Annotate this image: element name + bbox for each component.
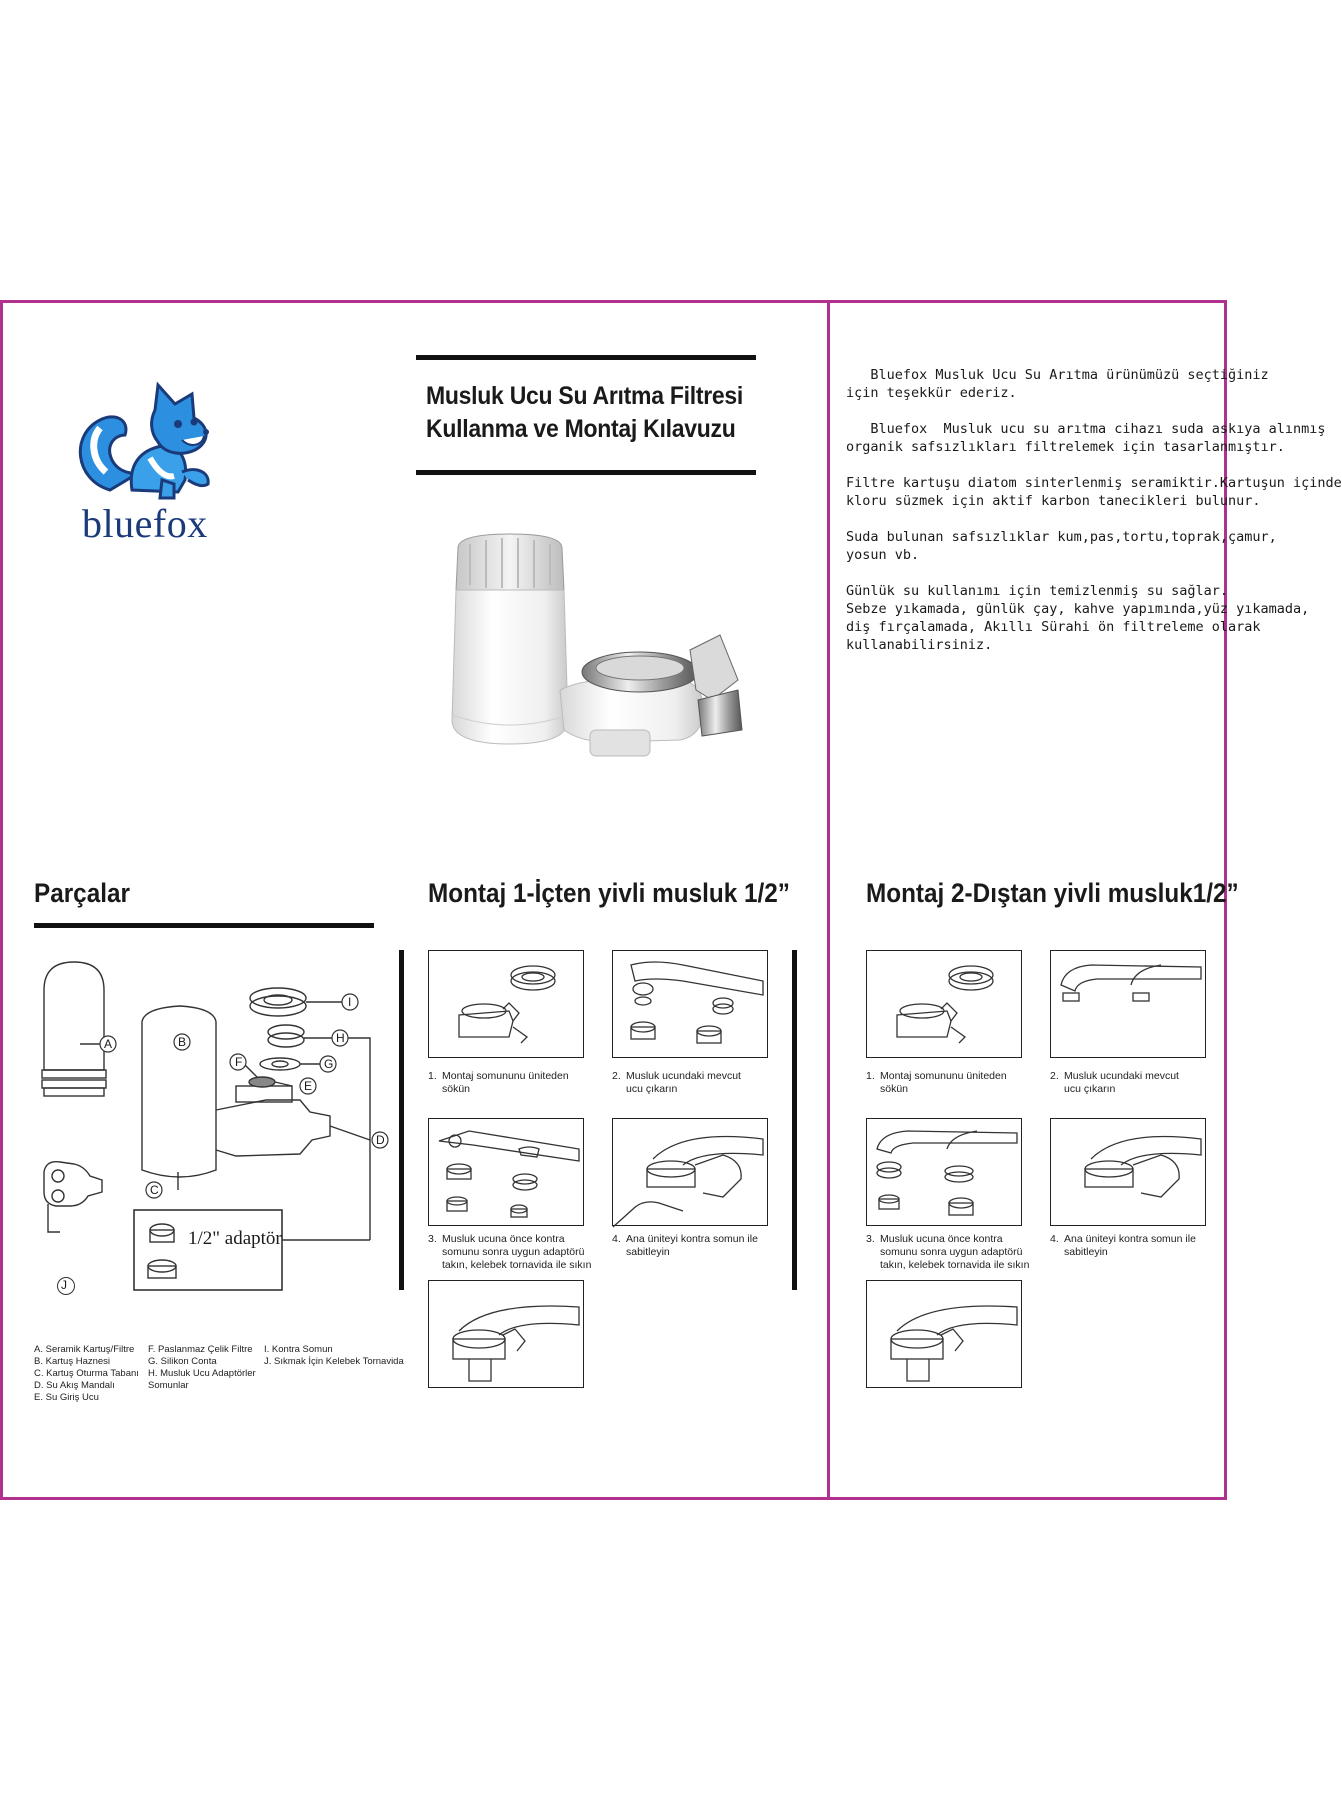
step-number: 4. xyxy=(612,1233,621,1245)
intro-paragraph: Filtre kartuşu diatom sinterlenmiş seram… xyxy=(846,475,1342,509)
intro-paragraph: Suda bulunan safsızlıklar kum,pas,tortu,… xyxy=(846,529,1277,563)
step-number: 3. xyxy=(428,1233,437,1245)
step-text: Montaj somununu üniteden sökün xyxy=(880,1070,1007,1095)
legend-item: D. Su Akış Mandalı xyxy=(34,1380,115,1391)
legend-col-2: F. Paslanmaz Çelik Filtre G. Silikon Con… xyxy=(148,1344,256,1392)
fox-mascot-icon xyxy=(78,381,210,500)
montaj1-step1-image xyxy=(428,950,584,1058)
step-text: Montaj somununu üniteden sökün xyxy=(442,1070,569,1095)
right-page-frame xyxy=(827,300,1227,1500)
montaj2-step4-caption: 4. Ana üniteyi kontra somun ile sabitley… xyxy=(1050,1233,1200,1263)
intro-text: Bluefox Musluk Ucu Su Arıtma ürünümüzü s… xyxy=(846,366,1342,654)
parts-diagram: A B C D E F G H I xyxy=(30,940,410,1291)
marker-c: C xyxy=(150,1183,159,1197)
step-number: 1. xyxy=(428,1070,437,1082)
montaj1-step2-image xyxy=(612,950,768,1058)
title-line-2: Kullanma ve Montaj Kılavuzu xyxy=(426,415,736,443)
montaj2-heading: Montaj 2-Dıştan yivli musluk1/2” xyxy=(866,878,1239,908)
marker-g: G xyxy=(324,1057,334,1071)
montaj2-step2-image xyxy=(1050,950,1206,1058)
montaj2-step2-caption: 2. Musluk ucundaki mevcut ucu çıkarın xyxy=(1050,1070,1200,1102)
title-line-1: Musluk Ucu Su Arıtma Filtresi xyxy=(426,382,744,410)
marker-b: B xyxy=(178,1035,187,1049)
part-markers: A B C D E F G H I xyxy=(30,940,410,1230)
title-rule-top xyxy=(416,355,756,360)
marker-e: E xyxy=(304,1079,313,1093)
title-rule-bottom xyxy=(416,470,756,475)
marker-i: I xyxy=(348,995,352,1009)
step-text: Musluk ucuna önce kontra somunu sonra uy… xyxy=(442,1233,592,1271)
adapter-label: 1/2" adaptör xyxy=(188,1228,282,1249)
step-number: 2. xyxy=(612,1070,621,1082)
brand-name: bluefox xyxy=(82,501,208,546)
montaj1-step4-image xyxy=(612,1118,768,1228)
step-text: Ana üniteyi kontra somun ile sabitleyin xyxy=(626,1233,758,1258)
intro-paragraph: Bluefox Musluk Ucu Su Arıtma ürünümüzü s… xyxy=(846,367,1269,401)
intro-paragraph: Günlük su kullanımı için temizlenmiş su … xyxy=(846,583,1310,653)
legend-col-1: A. Seramik Kartuş/Filtre B. Kartuş Hazne… xyxy=(34,1344,139,1404)
montaj2-step3-caption: 3. Musluk ucuna önce kontra somunu sonra… xyxy=(866,1233,1051,1275)
product-image xyxy=(440,530,760,770)
marker-f: F xyxy=(235,1055,243,1069)
legend-item: I. Kontra Somun xyxy=(264,1344,333,1355)
manual-sheet: bluefox Musluk Ucu Su Arıtma Filtresi Ku… xyxy=(0,300,1342,1500)
montaj2-final-image xyxy=(866,1280,1022,1388)
legend-item: F. Paslanmaz Çelik Filtre xyxy=(148,1344,253,1355)
montaj1-step2-caption: 2. Musluk ucundaki mevcut ucu çıkarın xyxy=(612,1070,782,1102)
montaj2-step4-image xyxy=(1050,1118,1206,1226)
legend-item: H. Musluk Ucu Adaptörler xyxy=(148,1368,256,1379)
parts-heading: Parçalar xyxy=(34,878,130,908)
page-title: Musluk Ucu Su Arıtma Filtresi Kullanma v… xyxy=(426,380,743,446)
step-number: 4. xyxy=(1050,1233,1059,1245)
legend-item: G. Silikon Conta xyxy=(148,1356,217,1367)
legend-item: J. Sıkmak İçin Kelebek Tornavida xyxy=(264,1356,404,1367)
montaj1-step3-caption: 3. Musluk ucuna önce kontra somunu sonra… xyxy=(428,1233,618,1275)
marker-a: A xyxy=(104,1037,113,1051)
step-number: 3. xyxy=(866,1233,875,1245)
step-text: Musluk ucundaki mevcut ucu çıkarın xyxy=(1064,1070,1179,1095)
step-text: Musluk ucundaki mevcut ucu çıkarın xyxy=(626,1070,741,1095)
montaj1-step1-caption: 1. Montaj somununu üniteden sökün xyxy=(428,1070,598,1102)
montaj1-right-rule xyxy=(792,950,797,1290)
marker-j: J xyxy=(61,1278,67,1292)
montaj2-step1-caption: 1. Montaj somununu üniteden sökün xyxy=(866,1070,1036,1102)
montaj2-step1-image xyxy=(866,950,1022,1058)
montaj1-heading: Montaj 1-İçten yivli musluk 1/2” xyxy=(428,878,790,908)
legend-item: C. Kartuş Oturma Tabanı xyxy=(34,1368,139,1379)
legend-col-3: I. Kontra Somun J. Sıkmak İçin Kelebek T… xyxy=(264,1344,404,1368)
legend-item: A. Seramik Kartuş/Filtre xyxy=(34,1344,135,1355)
legend-item: E. Su Giriş Ucu xyxy=(34,1392,99,1403)
step-number: 2. xyxy=(1050,1070,1059,1082)
legend-item: Somunlar xyxy=(148,1380,189,1391)
montaj1-step4-caption: 4. Ana üniteyi kontra somun ile sabitley… xyxy=(612,1233,782,1263)
montaj2-step3-image xyxy=(866,1118,1022,1226)
marker-j-circle xyxy=(57,1277,75,1295)
montaj1-left-rule xyxy=(399,950,404,1290)
intro-paragraph: Bluefox Musluk ucu su arıtma cihazı suda… xyxy=(846,421,1326,455)
marker-d: D xyxy=(376,1133,385,1147)
montaj1-step3-image xyxy=(428,1118,584,1226)
brand-logo: bluefox xyxy=(70,380,240,560)
step-text: Ana üniteyi kontra somun ile sabitleyin xyxy=(1064,1233,1196,1258)
legend-item: B. Kartuş Haznesi xyxy=(34,1356,111,1367)
step-text: Musluk ucuna önce kontra somunu sonra uy… xyxy=(880,1233,1030,1271)
parts-heading-rule xyxy=(34,923,374,928)
marker-h: H xyxy=(336,1031,345,1045)
step-number: 1. xyxy=(866,1070,875,1082)
montaj1-final-image xyxy=(428,1280,584,1388)
